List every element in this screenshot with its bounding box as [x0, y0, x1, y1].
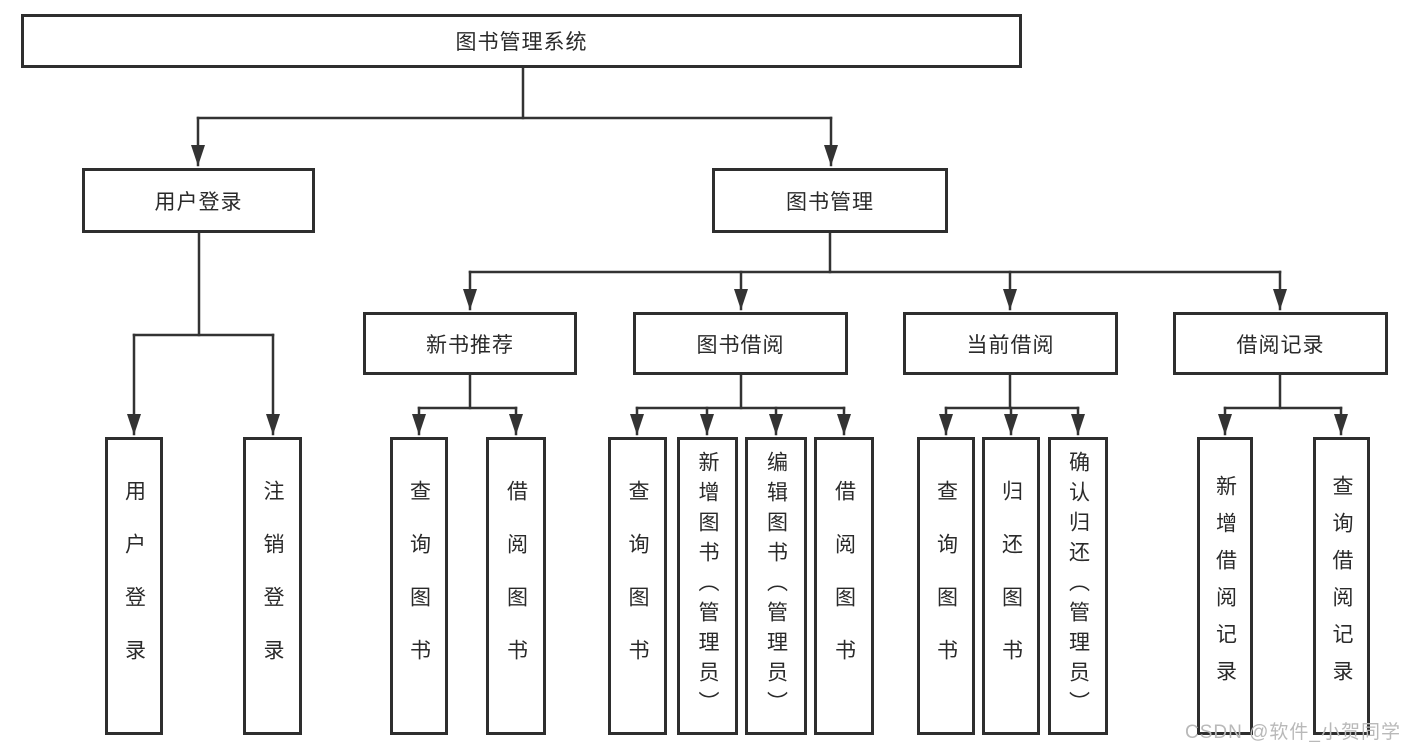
node-label: 归还图书 — [999, 480, 1023, 692]
node-label: 借阅图书 — [832, 480, 856, 692]
node-label: 当前借阅 — [966, 333, 1055, 357]
leaf-borrow-books: 借阅图书 — [814, 437, 874, 735]
leaf-edit-books-admin: 编辑图书（管理员） — [745, 437, 807, 735]
node-label: 编辑图书（管理员） — [764, 451, 788, 721]
node-label: 查询图书 — [934, 480, 958, 692]
node-borrowing-records: 借阅记录 — [1173, 312, 1388, 375]
leaf-query-books-borrowing: 查询图书 — [608, 437, 667, 735]
leaf-confirm-return-admin: 确认归还（管理员） — [1048, 437, 1108, 735]
node-label: 查询图书 — [407, 480, 431, 692]
node-label: 图书管理系统 — [455, 31, 588, 54]
node-label: 查询图书 — [626, 480, 649, 692]
node-library-management-system: 图书管理系统 — [21, 14, 1022, 68]
node-label: 确认归还（管理员） — [1066, 451, 1090, 721]
node-label: 新增图书（管理员） — [696, 451, 719, 721]
node-label: 用户登录 — [154, 190, 243, 214]
node-label: 图书借阅 — [696, 333, 785, 357]
leaf-user-login: 用户登录 — [105, 437, 163, 735]
node-label: 新书推荐 — [426, 333, 514, 357]
leaf-add-borrow-record: 新增借阅记录 — [1197, 437, 1253, 735]
node-new-book-recommendation: 新书推荐 — [363, 312, 577, 375]
leaf-return-books: 归还图书 — [982, 437, 1040, 735]
node-label: 借阅图书 — [504, 480, 528, 692]
leaf-borrow-books-recommend: 借阅图书 — [486, 437, 546, 735]
node-label: 图书管理 — [786, 190, 874, 214]
csdn-watermark: CSDN @软件_小贺同学 — [1185, 722, 1401, 743]
node-current-borrowing: 当前借阅 — [903, 312, 1118, 375]
node-label: 查询借阅记录 — [1330, 475, 1353, 697]
node-label: 借阅记录 — [1236, 333, 1325, 357]
leaf-query-borrow-record: 查询借阅记录 — [1313, 437, 1370, 735]
node-user-login: 用户登录 — [82, 168, 315, 233]
node-book-borrowing: 图书借阅 — [633, 312, 848, 375]
leaf-add-books-admin: 新增图书（管理员） — [677, 437, 738, 735]
leaf-query-books-recommend: 查询图书 — [390, 437, 448, 735]
node-label: 新增借阅记录 — [1213, 475, 1237, 697]
leaf-query-books-current: 查询图书 — [917, 437, 975, 735]
node-label: 用户登录 — [122, 480, 146, 692]
node-label: 注销登录 — [261, 480, 284, 692]
node-book-management: 图书管理 — [712, 168, 948, 233]
leaf-logout: 注销登录 — [243, 437, 302, 735]
